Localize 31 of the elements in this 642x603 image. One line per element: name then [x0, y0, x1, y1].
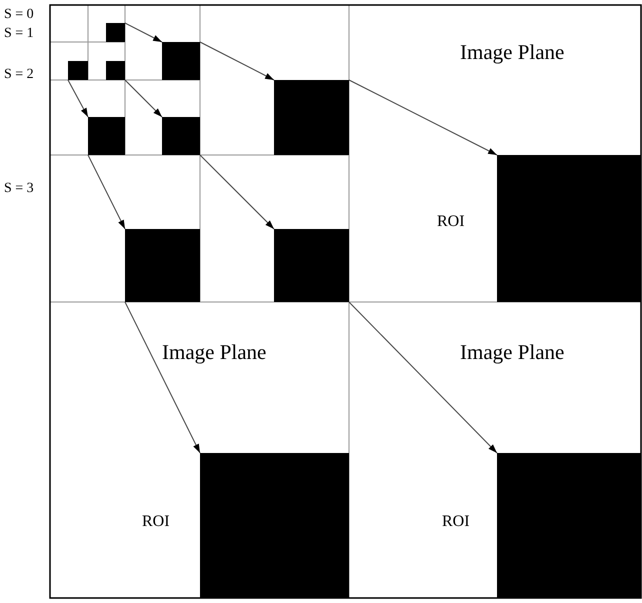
- filled-square: [497, 155, 641, 302]
- plane-label: Image Plane: [460, 342, 564, 363]
- arrow: [124, 302, 200, 454]
- filled-square: [68, 61, 88, 80]
- arrow: [200, 42, 274, 80]
- arrow: [88, 154, 126, 230]
- plane-label: Image Plane: [460, 42, 564, 63]
- arrow: [200, 154, 274, 230]
- plane-label: Image Plane: [162, 342, 266, 363]
- arrow: [124, 22, 162, 42]
- filled-square: [106, 61, 125, 80]
- roi-label: ROI: [442, 514, 470, 530]
- arrow: [348, 302, 498, 454]
- roi-label: ROI: [142, 514, 170, 530]
- filled-square: [162, 42, 200, 80]
- filled-square: [106, 23, 125, 42]
- arrow: [348, 80, 498, 156]
- filled-square: [274, 80, 349, 155]
- scale-label: S = 1: [4, 27, 34, 41]
- scale-label: S = 0: [4, 8, 34, 22]
- arrow: [124, 80, 162, 118]
- roi-label: ROI: [437, 214, 465, 230]
- filled-square: [162, 117, 200, 155]
- filled-square: [88, 117, 125, 155]
- filled-square: [497, 453, 641, 598]
- filled-square: [274, 229, 349, 302]
- filled-square: [200, 453, 349, 598]
- scale-label: S = 3: [4, 182, 34, 196]
- filled-square: [125, 229, 200, 302]
- arrow: [68, 80, 88, 118]
- scale-label: S = 2: [4, 68, 34, 82]
